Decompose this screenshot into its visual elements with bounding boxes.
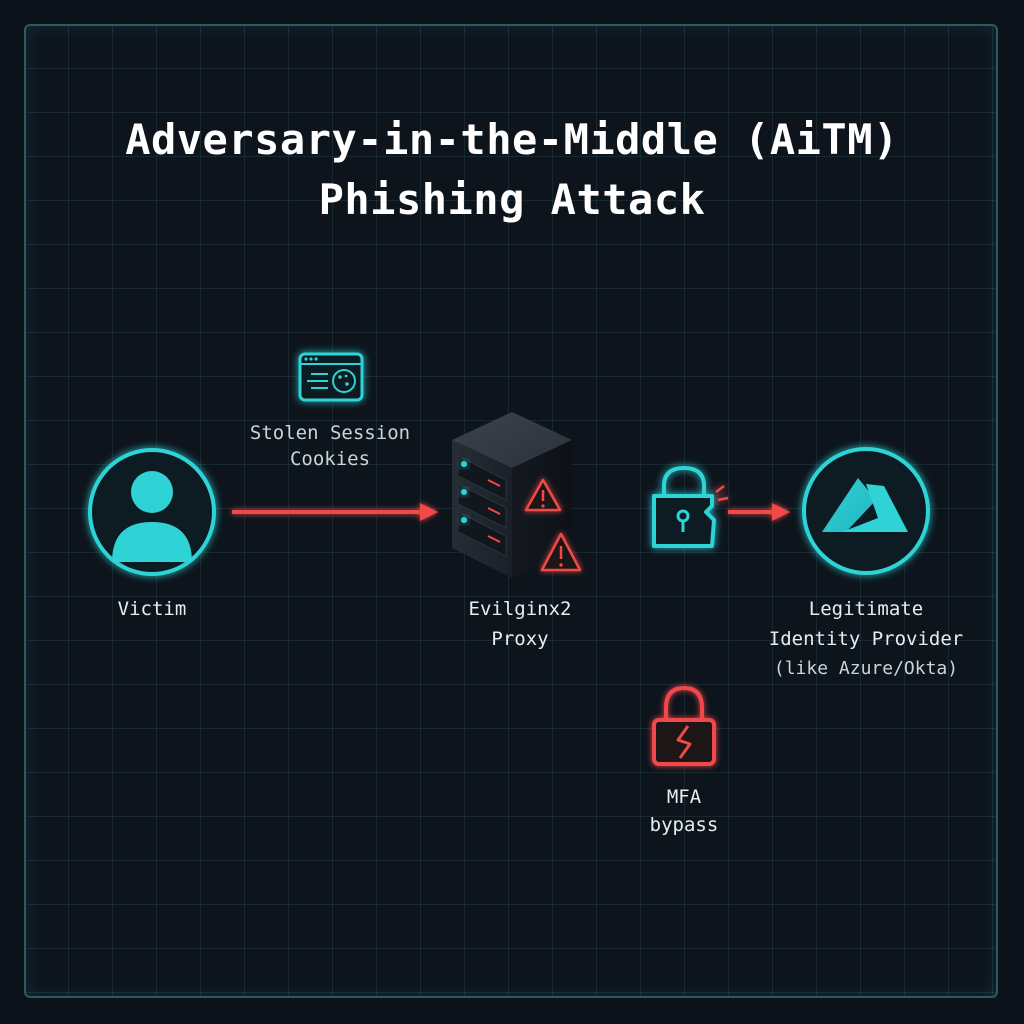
mfa-label-line1: MFA bbox=[666, 786, 702, 808]
proxy-label-line2: Proxy bbox=[491, 628, 549, 650]
idp-node bbox=[802, 447, 930, 575]
idp-label-line1: Legitimate bbox=[808, 598, 924, 620]
idp-label-line3: (like Azure/Okta) bbox=[773, 658, 959, 679]
broken-lock-icon bbox=[652, 465, 729, 548]
arrow-lock-to-idp bbox=[728, 503, 790, 521]
cookies-label-line2: Cookies bbox=[289, 448, 371, 470]
victim-node bbox=[88, 448, 216, 576]
browser-cookie-icon bbox=[298, 352, 364, 402]
cookies-label-line1: Stolen Session bbox=[249, 422, 411, 444]
mfa-bypass-lock-icon bbox=[652, 685, 716, 766]
idp-label-line2: Identity Provider bbox=[768, 628, 964, 650]
diagram-subtitle: Phishing Attack bbox=[318, 175, 706, 224]
azure-logo-icon bbox=[822, 478, 908, 532]
warning-icon bbox=[524, 478, 562, 512]
diagram-title: Adversary-in-the-Middle (AiTM) bbox=[125, 115, 899, 164]
arrow-victim-to-proxy bbox=[232, 503, 438, 521]
proxy-label-line1: Evilginx2 bbox=[468, 598, 572, 620]
mfa-label-line2: bypass bbox=[649, 814, 719, 836]
warning-icon bbox=[540, 532, 582, 572]
victim-label: Victim bbox=[117, 598, 187, 620]
user-icon bbox=[112, 471, 192, 562]
